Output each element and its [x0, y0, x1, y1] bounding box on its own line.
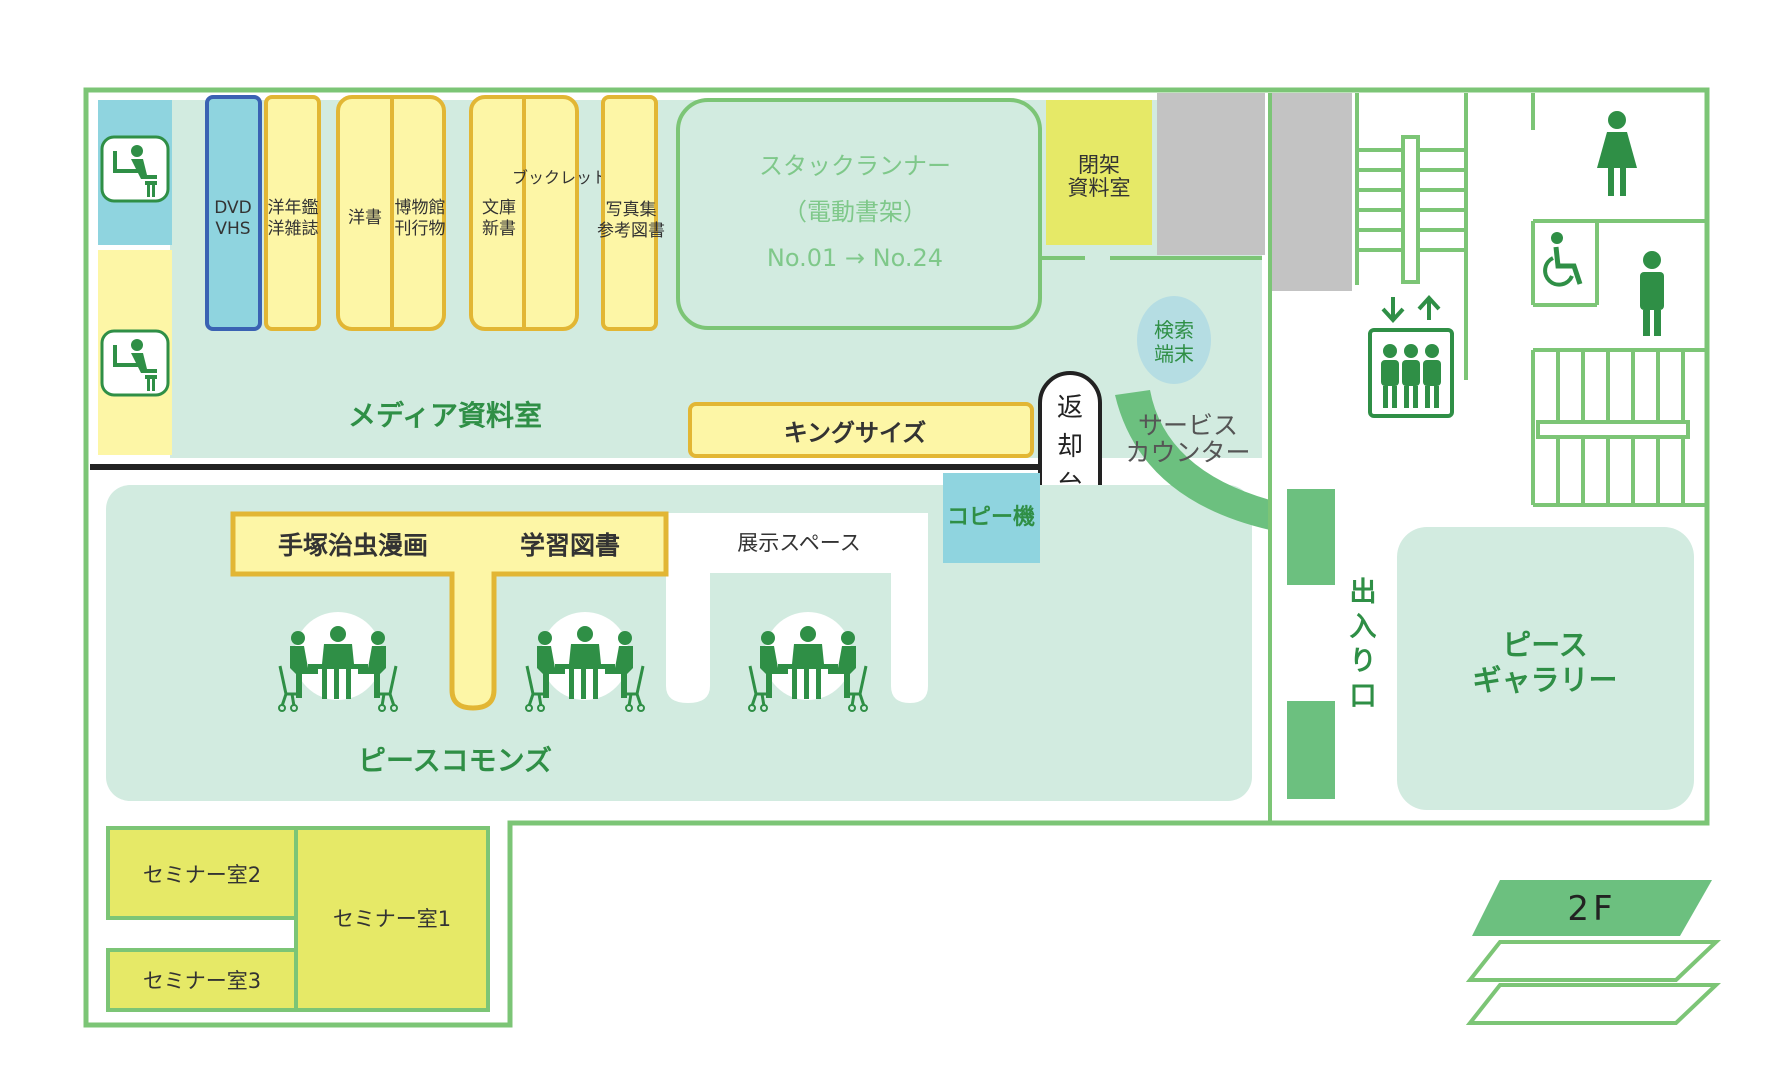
entrance-label-2: 入 — [1350, 612, 1377, 643]
service-counter[interactable] — [1115, 390, 1270, 530]
study-books-label: 学習図書 — [520, 531, 620, 560]
pc-desk-icon — [100, 329, 170, 397]
shelf-photo-reference[interactable] — [601, 95, 658, 331]
entrance-label-3: り — [1350, 646, 1377, 677]
search-terminal[interactable] — [1137, 296, 1211, 384]
museum-label-1: 博物館 — [395, 198, 446, 218]
media-room-label: メディア資料室 — [348, 399, 542, 432]
exhibit-space-label: 展示スペース — [737, 531, 860, 555]
seminar-room-2[interactable] — [106, 826, 298, 920]
booklet-label: ブックレット — [512, 168, 608, 187]
entrance-label-1: 出 — [1350, 577, 1377, 608]
closed-stacks-label-2: 資料室 — [1068, 176, 1131, 200]
gray-block-2 — [1270, 93, 1352, 291]
female-restroom-icon — [1597, 111, 1637, 196]
search-terminal-label-2: 端末 — [1154, 342, 1194, 366]
pc-desk-icon — [100, 135, 170, 203]
photo-books-label: 写真集 — [606, 200, 657, 220]
closed-stacks-label-1: 閉架 — [1078, 153, 1120, 177]
stack-runner-range: No.01 → No.24 — [767, 244, 943, 272]
search-terminal-label-1: 検索 — [1154, 318, 1194, 342]
copier[interactable] — [943, 473, 1040, 563]
seminar-room-1[interactable] — [294, 826, 490, 1012]
vhs-label: VHS — [215, 219, 250, 239]
floor-indicator-icon — [1465, 880, 1722, 1025]
shelf-tezuka-study[interactable] — [230, 511, 669, 711]
elevator-icon — [1368, 295, 1454, 418]
shinsho-label: 新書 — [482, 219, 516, 239]
entrance-pillar-bottom — [1287, 701, 1335, 799]
stairs-icon — [1531, 350, 1707, 507]
gray-block-1 — [1157, 93, 1265, 255]
dvd-label: DVD — [214, 198, 252, 218]
stack-runner-subtitle: （電動書架） — [783, 198, 927, 226]
shelf-king-size[interactable] — [688, 402, 1034, 458]
stairs-icon — [1355, 93, 1468, 380]
entrance-pillar-top — [1287, 489, 1335, 585]
bunko-label: 文庫 — [482, 198, 516, 218]
western-books-label: 洋書 — [348, 208, 382, 228]
western-magazines-label: 洋雑誌 — [268, 219, 319, 239]
shelf-dvd-vhs[interactable] — [205, 95, 262, 331]
western-yearbook-label: 洋年鑑 — [268, 198, 319, 218]
copier-label: コピー機 — [947, 505, 1035, 530]
stack-runner-title: スタックランナー — [759, 152, 951, 180]
service-counter-label-2: カウンター — [1125, 438, 1250, 467]
exhibit-space[interactable] — [666, 513, 928, 703]
stack-runner[interactable] — [676, 98, 1042, 330]
closed-stacks-room[interactable] — [1046, 100, 1152, 245]
reference-books-label: 参考図書 — [597, 221, 665, 241]
peace-commons-label: ピースコモンズ — [358, 744, 552, 777]
peace-gallery[interactable] — [1397, 527, 1694, 810]
entrance-label-4: 口 — [1350, 681, 1377, 712]
seminar-room-3-label: セミナー室3 — [143, 969, 261, 993]
shelf-western-periodicals[interactable] — [264, 95, 321, 331]
return-label-1: 返 — [1057, 393, 1083, 423]
return-label-2: 却 — [1057, 432, 1083, 462]
service-counter-label-1: サービス — [1138, 411, 1238, 440]
floor-label: 2F — [1567, 889, 1616, 929]
seminar-room-1-label: セミナー室1 — [333, 907, 451, 931]
seminar-room-3[interactable] — [106, 948, 298, 1012]
peace-gallery-label-2: ギャラリー — [1472, 663, 1617, 697]
tezuka-manga-label: 手塚治虫漫画 — [278, 531, 428, 560]
museum-label-2: 刊行物 — [395, 219, 446, 239]
seminar-room-2-label: セミナー室2 — [143, 863, 261, 887]
peace-gallery-label-1: ピース — [1502, 628, 1588, 662]
wheelchair-restroom-icon — [1543, 232, 1583, 287]
king-size-label: キングサイズ — [784, 419, 927, 447]
male-restroom-icon — [1640, 251, 1664, 336]
